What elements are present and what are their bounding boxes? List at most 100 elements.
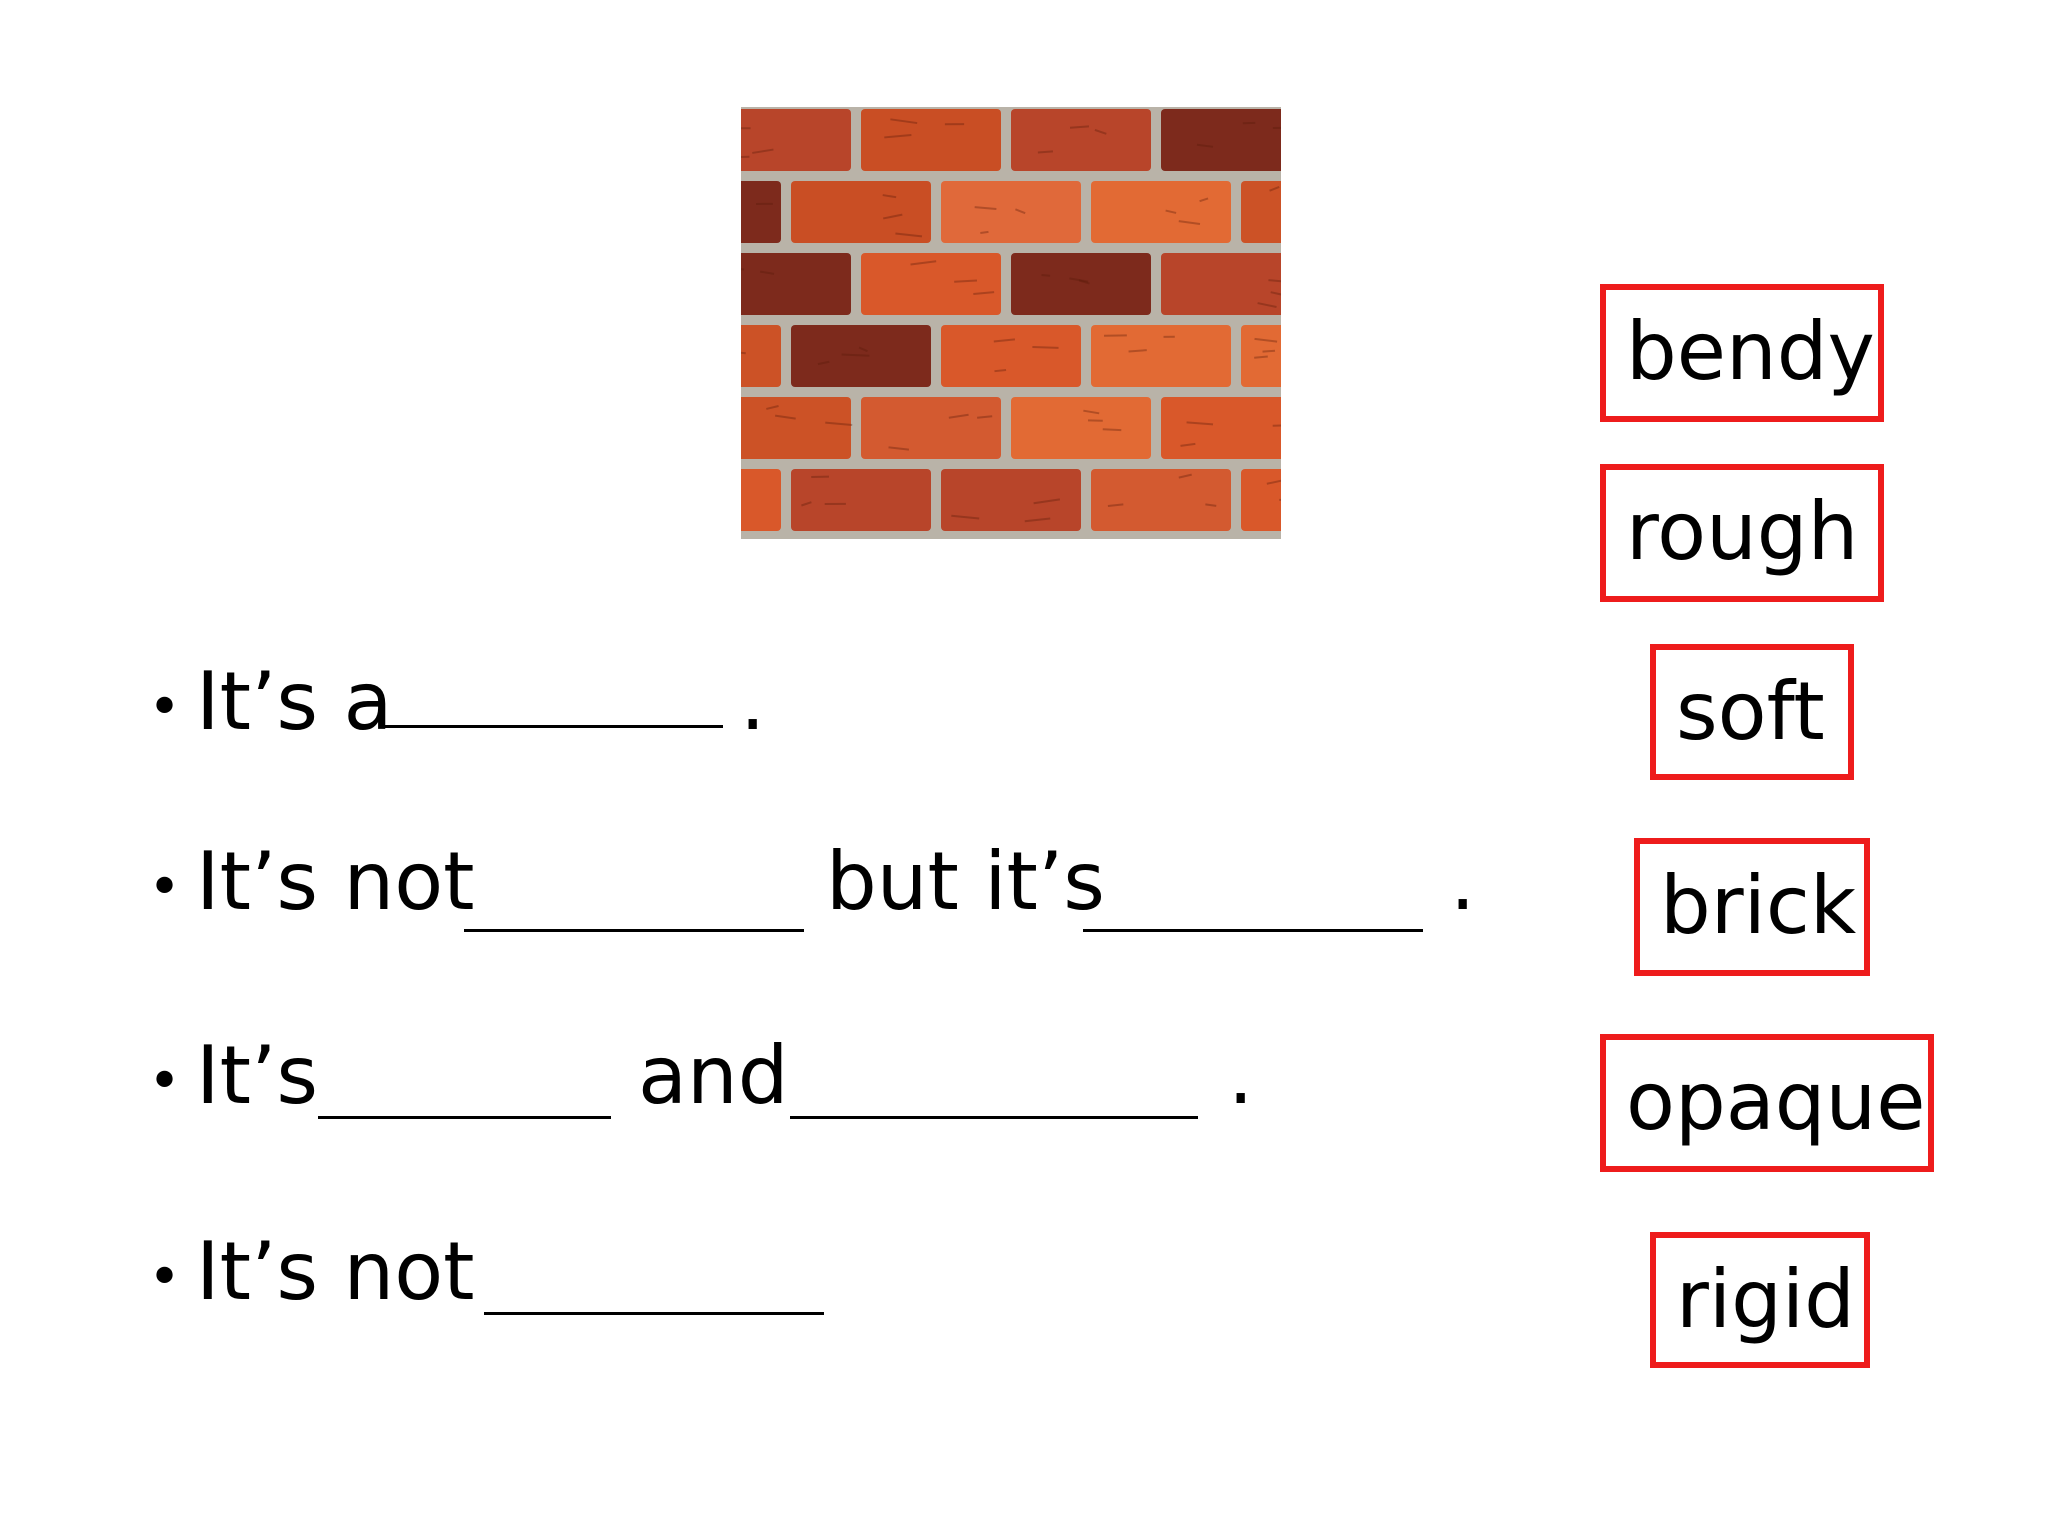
brick-texture (1186, 421, 1214, 426)
brick-texture (1069, 277, 1089, 283)
brick-texture (1024, 517, 1051, 523)
brick-texture (1128, 349, 1147, 353)
brick (1091, 325, 1231, 387)
brick-texture (1069, 125, 1090, 129)
brick (741, 469, 781, 531)
brick-texture (890, 118, 918, 125)
brick (1161, 397, 1281, 459)
word-card-brick[interactable]: brick (1634, 838, 1870, 976)
brick-texture (974, 206, 997, 210)
word-card-bendy[interactable]: bendy (1600, 284, 1884, 422)
brick (1161, 253, 1281, 315)
sentence-3-text-middle: and (638, 1029, 789, 1122)
brick-texture (817, 360, 830, 366)
word-card-soft[interactable]: soft (1650, 644, 1854, 780)
brick-texture (1102, 428, 1122, 432)
brick-texture (948, 413, 969, 419)
brick-texture (841, 353, 870, 357)
mortar-background (741, 107, 1281, 539)
brick-texture (1041, 273, 1051, 277)
brick-texture (1032, 346, 1059, 349)
sentence-3-text-start: It’s (196, 1029, 319, 1122)
brick (941, 181, 1081, 243)
brick-texture (741, 351, 746, 355)
brick-texture (766, 405, 779, 410)
bullet-point: • (148, 1049, 182, 1114)
brick-texture (1262, 349, 1276, 353)
brick (741, 253, 851, 315)
sentence-4-blank[interactable] (484, 1312, 824, 1315)
brick (1241, 469, 1281, 531)
brick-texture (1107, 503, 1124, 507)
brick-texture (1015, 208, 1026, 215)
sentence-2-blank-2[interactable] (1083, 929, 1423, 932)
word-card-opaque[interactable]: opaque (1600, 1034, 1934, 1172)
brick-texture (825, 421, 853, 427)
brick (791, 469, 931, 531)
bullet-point: • (148, 855, 182, 920)
brick-texture (910, 260, 937, 266)
brick-texture (774, 414, 796, 420)
brick-texture (980, 230, 989, 234)
brick-texture (1269, 185, 1280, 192)
brick (791, 325, 931, 387)
brick-texture (1178, 220, 1201, 226)
brick (941, 469, 1081, 531)
brick (791, 181, 931, 243)
sentence-3-period: . (1228, 1029, 1254, 1122)
brick-texture (1254, 337, 1278, 343)
brick-texture (883, 213, 903, 220)
brick (1241, 325, 1281, 387)
brick-texture (895, 232, 923, 238)
brick-texture (954, 279, 978, 283)
brick (1161, 109, 1281, 171)
brick-texture (888, 446, 910, 451)
brick (1011, 397, 1151, 459)
brick-texture (1180, 442, 1196, 447)
brick-texture (741, 155, 750, 159)
brick-texture (993, 338, 1016, 343)
bullet-point: • (148, 675, 182, 740)
brick-texture (1205, 503, 1217, 507)
brick (741, 181, 781, 243)
brick (741, 397, 851, 459)
brick-texture (1037, 150, 1054, 154)
brick-texture (1266, 479, 1281, 485)
sentence-2-text-middle: but it’s (826, 835, 1105, 928)
brick-group (741, 109, 1281, 531)
brick-texture (801, 501, 812, 507)
sentence-2-blank-1[interactable] (464, 929, 804, 932)
brick (741, 109, 851, 171)
sentence-3-blank-1[interactable] (318, 1116, 611, 1119)
brick-texture (1270, 291, 1281, 296)
brick-texture (1178, 473, 1192, 479)
brick-wall-image (741, 107, 1281, 539)
brick-texture (741, 268, 745, 271)
brick-texture (1254, 355, 1268, 359)
word-card-rough[interactable]: rough (1600, 464, 1884, 602)
sentence-1: • It’s a . (148, 662, 1568, 772)
brick-texture (994, 368, 1007, 373)
sentence-1-blank[interactable] (383, 725, 723, 728)
brick-texture (951, 514, 980, 520)
brick-texture (1165, 209, 1177, 214)
sentence-4-text-start: It’s not (196, 1225, 475, 1318)
sentence-2-period: . (1450, 835, 1476, 928)
brick-texture (858, 346, 868, 353)
sentence-2: • It’s not but it’s . (148, 842, 1568, 952)
brick-texture (759, 270, 775, 275)
brick-texture (882, 194, 897, 199)
brick-texture (1094, 128, 1107, 135)
sentence-3-blank-2[interactable] (790, 1116, 1198, 1119)
bullet-point: • (148, 1245, 182, 1310)
brick (861, 397, 1001, 459)
brick (1011, 253, 1151, 315)
sentence-3: • It’s and . (148, 1036, 1568, 1146)
sentence-4: • It’s not (148, 1232, 1568, 1342)
brick-texture (1199, 197, 1209, 203)
brick-texture (973, 291, 995, 295)
brick-texture (752, 148, 774, 154)
brick (1241, 181, 1281, 243)
word-card-rigid[interactable]: rigid (1650, 1232, 1870, 1368)
brick-texture (977, 415, 993, 419)
